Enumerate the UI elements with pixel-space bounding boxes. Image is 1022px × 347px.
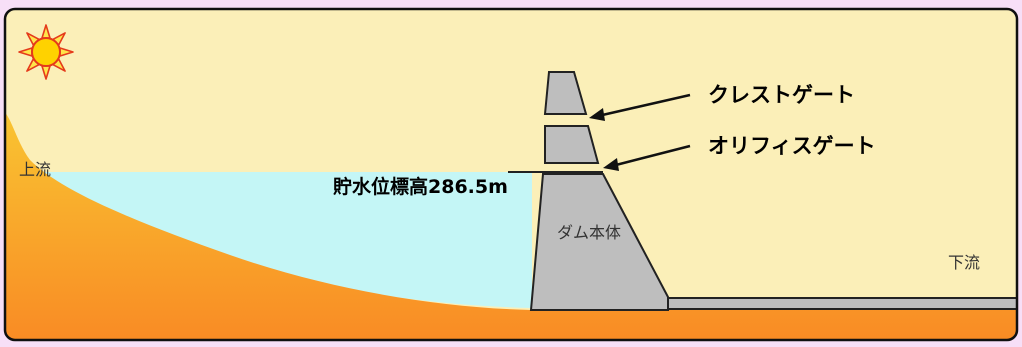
diagram-frame bbox=[3, 7, 1019, 342]
dam-body-label: ダム本体 bbox=[557, 223, 621, 242]
orifice-gate-shape bbox=[544, 125, 600, 164]
crest-gate-label: クレストゲート bbox=[708, 83, 855, 107]
sun-icon bbox=[18, 24, 74, 80]
ground bbox=[5, 110, 1017, 340]
reservoir-water bbox=[40, 172, 532, 308]
water-level-label: 貯水位標高286.5m bbox=[333, 175, 508, 198]
downstream-label: 下流 bbox=[948, 253, 980, 272]
crest-gate-shape bbox=[543, 71, 588, 115]
crest-gate-arrow bbox=[589, 93, 691, 121]
downstream-apron bbox=[667, 297, 1017, 310]
orifice-gate-label: オリフィスゲート bbox=[708, 134, 876, 158]
upstream-label: 上流 bbox=[19, 160, 51, 179]
orifice-gate-arrow bbox=[603, 144, 691, 171]
dam-body bbox=[529, 173, 669, 311]
